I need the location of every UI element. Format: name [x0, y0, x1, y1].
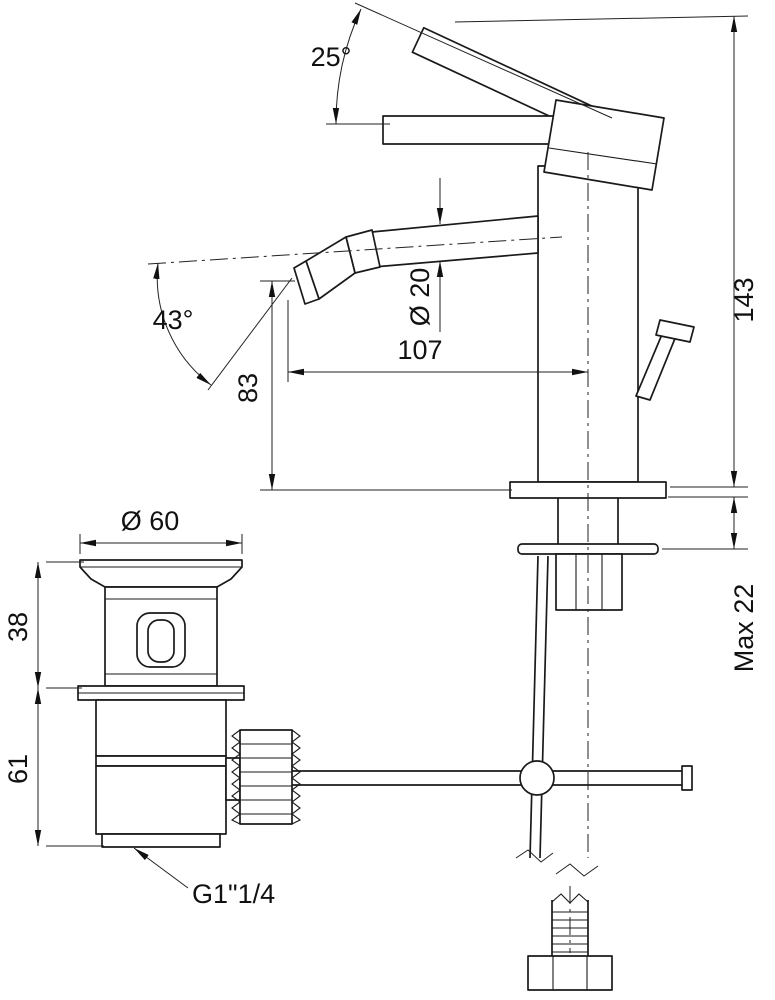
dim-waste-body-height: 61 [3, 688, 104, 847]
cartridge-cap-detail-line [548, 147, 658, 165]
vertical-rod-left-edge [529, 555, 539, 859]
spout-diameter-label: Ø 20 [405, 268, 435, 327]
knurled-nut-teeth-right [291, 729, 302, 825]
handle-lever-rest [382, 115, 564, 145]
spout-angle-label: 43° [153, 305, 194, 335]
handle-angle-label: 25° [311, 42, 352, 72]
dim-waste-upper-height: 38 [3, 561, 84, 689]
label-waste-thread: G1"1/4 [133, 847, 275, 909]
waste-pull-knob [655, 319, 695, 343]
waste-lower-body-upper [95, 699, 227, 757]
max-deck-thickness-label: Max 22 [729, 584, 759, 673]
pop-up-waste [77, 559, 302, 848]
dim-max-deck-thickness: Max 22 [662, 496, 759, 673]
extension-line [454, 15, 749, 23]
waste-thread-label: G1"1/4 [192, 879, 275, 909]
angle-arc [332, 8, 362, 125]
dim-waste-flange-diameter: Ø 60 [79, 506, 243, 554]
knurled-nut [239, 729, 293, 825]
break-line [555, 863, 599, 877]
waste-flange-diameter-label: Ø 60 [121, 506, 180, 536]
angle-arc [153, 262, 212, 386]
spout-tip-ring [293, 260, 320, 305]
cartridge-cap [543, 99, 665, 191]
pop-up-linkage [292, 555, 693, 991]
angle-leg-raised [354, 2, 613, 119]
overflow-hole-inner [147, 619, 175, 663]
break-line [515, 849, 554, 863]
waste-lower-body-ring [95, 755, 227, 767]
centerlines [147, 152, 589, 953]
dim-spout-height: 83 [233, 280, 512, 491]
dim-spout-reach: 107 [287, 300, 588, 382]
horizontal-rod-end-cap [681, 765, 693, 791]
knurled-nut-teeth-left [230, 729, 241, 825]
dim-spout-angle: 43° [153, 262, 293, 391]
waste-bottom-cap [101, 833, 221, 848]
waste-body-height-label: 61 [3, 754, 33, 784]
mounting-nut [555, 553, 623, 611]
spout-tube [371, 215, 539, 268]
dim-total-height: 143 [454, 15, 759, 488]
waste-top-flange [79, 559, 243, 588]
waste-pull-lever [635, 331, 677, 401]
dim-handle-angle: 25° [311, 2, 613, 125]
leader-line [133, 847, 189, 889]
dim-spout-diameter: Ø 20 [405, 178, 444, 332]
angle-leg-diagonal [207, 277, 293, 391]
dimensions: 25° 43° 143 Max 22 Ø 20 107 [3, 2, 759, 909]
stud-hex-nut [527, 955, 613, 991]
waste-upper-height-label: 38 [3, 612, 33, 642]
spout-height-label: 83 [233, 373, 263, 403]
vertical-rod-right-edge [539, 555, 549, 859]
spout-reach-label: 107 [397, 335, 442, 365]
waste-lower-body-lower [95, 765, 227, 835]
faucet-mixer [293, 26, 695, 611]
spout-centerline [147, 236, 563, 265]
total-height-label: 143 [729, 277, 759, 322]
rod-ball-joint [519, 760, 555, 796]
